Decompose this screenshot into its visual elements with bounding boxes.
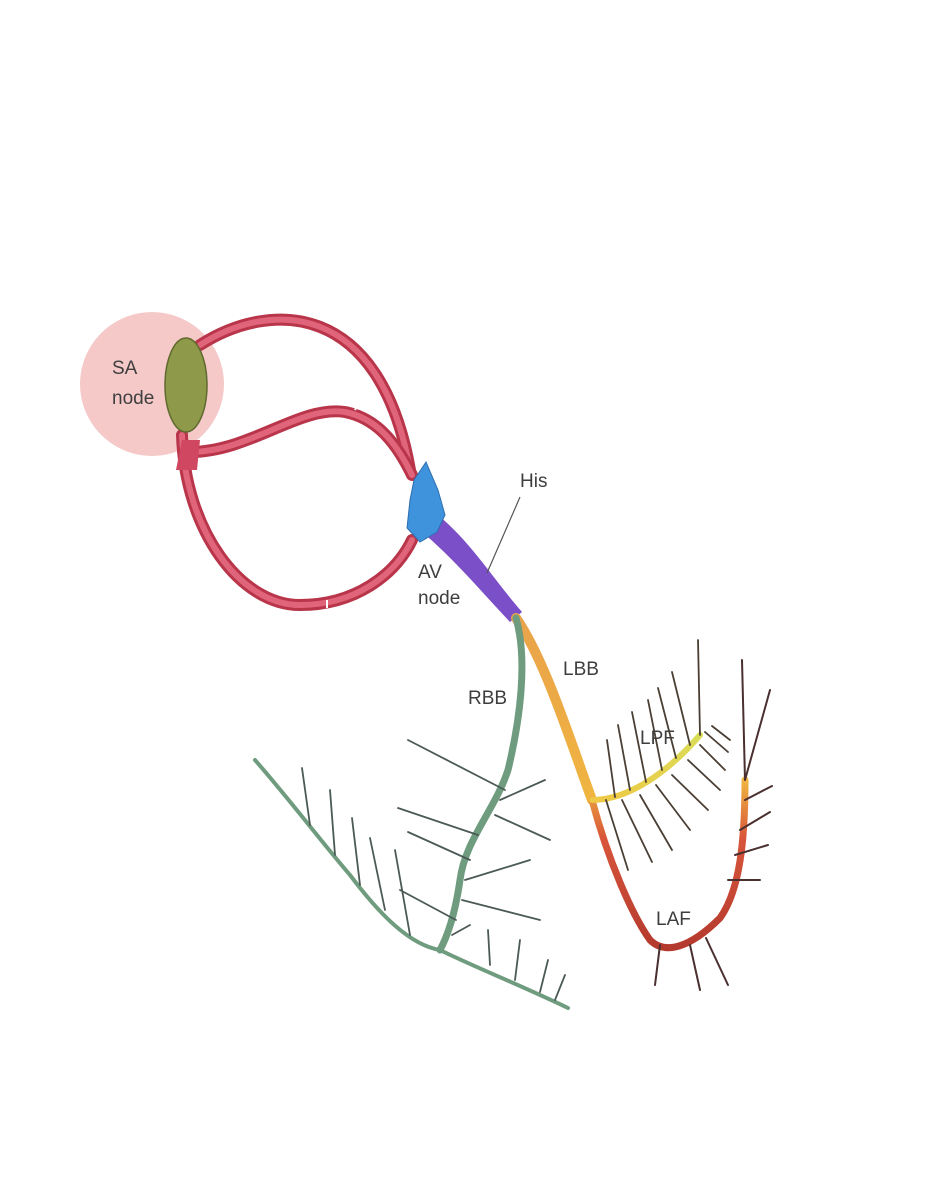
left-bundle-branch	[511, 613, 597, 805]
middle-internodal-pathway	[184, 405, 418, 481]
left-posterior-fascicle	[589, 639, 731, 871]
left-anterior-fascicle	[588, 659, 773, 991]
posterior-internodal-pathway	[176, 429, 418, 611]
av-node-label-line2: node	[418, 588, 460, 609]
anterior-internodal-pathway	[194, 313, 416, 476]
rbb-label: RBB	[468, 688, 507, 709]
his-label: His	[520, 471, 547, 492]
laf-label: LAF	[656, 909, 691, 930]
bundle-of-his	[420, 510, 522, 622]
sa-node-label-line2: node	[112, 388, 154, 409]
right-bundle-branch	[253, 614, 570, 1010]
his-leader-line	[486, 496, 521, 574]
sa-node	[164, 337, 208, 433]
av-node	[406, 460, 446, 543]
av-node-label-line1: AV	[418, 562, 442, 583]
lbb-label: LBB	[563, 659, 599, 680]
internodal-pathways	[176, 313, 418, 611]
lpf-label: LPF	[640, 728, 675, 749]
sa-node-label-line1: SA	[112, 358, 138, 379]
